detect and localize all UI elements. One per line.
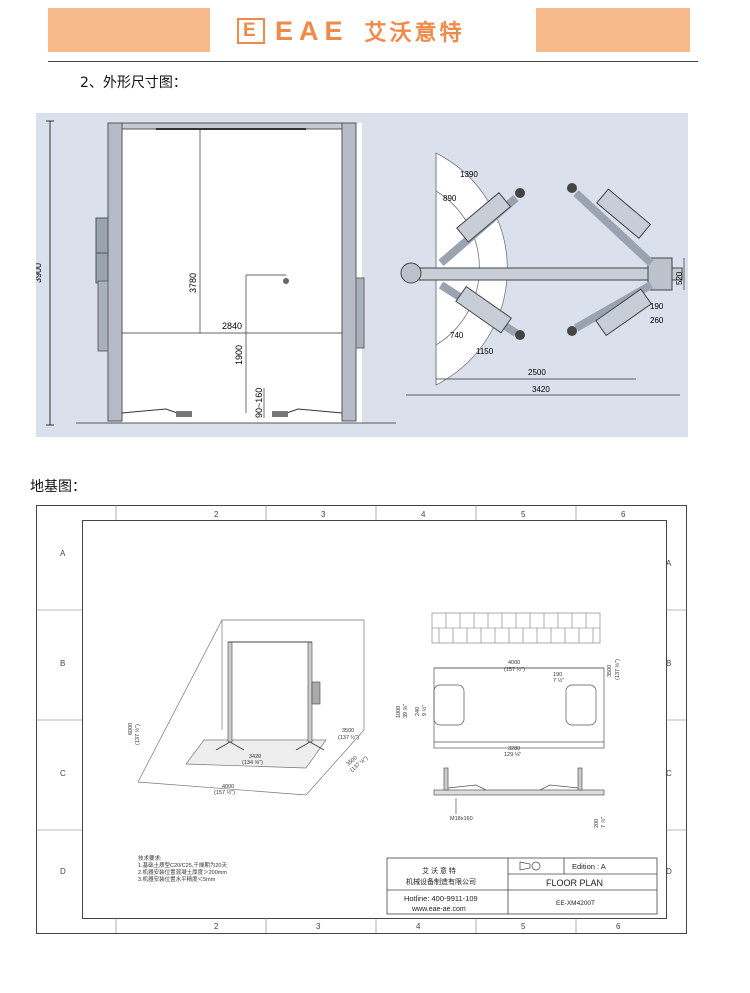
svg-text:D: D [60,867,66,876]
svg-text:A: A [60,549,66,558]
svg-text:C: C [60,769,66,778]
header-divider [48,61,698,62]
svg-text:(157 ½"): (157 ½") [504,666,525,673]
header-accent-left [48,8,210,52]
svg-text:3: 3 [316,922,321,931]
svg-text:4: 4 [416,922,421,931]
svg-text:C: C [666,769,672,778]
svg-text:4000: 4000 [222,784,234,790]
svg-text:(137 ½"): (137 ½") [614,659,621,680]
header-accent-right [536,8,690,52]
company-logo: E EAE 艾沃意特 [237,16,527,46]
svg-text:D: D [666,867,672,876]
svg-text:B: B [666,659,671,668]
svg-text:6: 6 [621,510,626,519]
svg-text:7 ⅞": 7 ⅞" [601,817,607,828]
svg-text:2.机器安装位置混凝土厚度＞200mm: 2.机器安装位置混凝土厚度＞200mm [138,868,227,876]
svg-text:A: A [666,559,672,568]
svg-text:4000: 4000 [508,660,520,666]
section-heading-dimensions: 2、外形尺寸图： [80,75,187,91]
svg-text:190: 190 [553,672,562,678]
dim-r890: 890 [443,194,457,203]
svg-text:3: 3 [321,510,326,519]
svg-text:5: 5 [521,510,526,519]
svg-text:Edition : A: Edition : A [572,862,606,871]
dim-pad-height: 90~160 [254,388,264,418]
dim-520: 520 [675,271,684,285]
svg-text:7 ½": 7 ½" [553,677,564,684]
svg-text:5: 5 [521,922,526,931]
svg-text:(134 ⅝"): (134 ⅝") [242,760,263,766]
dim-a740: 740 [450,331,464,340]
svg-text:6000: 6000 [128,723,134,735]
logo-text: EAE [275,15,349,46]
svg-text:1.基础土质型C20/C25,干燥期为20天: 1.基础土质型C20/C25,干燥期为20天 [138,861,227,869]
dim-arm-height: 1900 [234,345,244,365]
svg-text:2: 2 [214,922,219,931]
svg-text:9 ½": 9 ½" [421,705,428,716]
svg-text:39 ⅜": 39 ⅜" [403,704,409,718]
svg-text:3.机器安装位置水平精度＜5mm: 3.机器安装位置水平精度＜5mm [138,875,216,883]
dim-2500: 2500 [528,368,546,377]
svg-text:艾 沃 意 特: 艾 沃 意 特 [422,866,456,875]
dim-width: 2840 [222,321,242,331]
dim-a1150: 1150 [476,347,494,356]
svg-text:4: 4 [421,510,426,519]
section-heading-foundation: 地基图： [30,479,86,495]
svg-text:EE-XM4200T: EE-XM4200T [556,900,595,907]
svg-text:200: 200 [594,819,600,828]
svg-text:机械设备制造有限公司: 机械设备制造有限公司 [406,877,476,886]
dim-3420: 3420 [532,385,550,394]
dimension-drawing: 3900 3780 2840 1900 90~160 1390 890 [36,113,688,437]
dim-190: 190 [650,302,664,311]
logo-mark-icon: E [237,18,265,44]
svg-text:3500: 3500 [607,665,613,677]
svg-text:技术要求:: 技术要求: [138,854,162,862]
dim-column-height: 3780 [188,273,198,293]
svg-text:2: 2 [214,510,219,519]
svg-text:(157 ½"): (157 ½") [214,789,235,796]
svg-text:www.eae-ae.com: www.eae-ae.com [411,906,466,913]
svg-text:(137 ½"): (137 ½") [338,734,359,741]
svg-text:FLOOR PLAN: FLOOR PLAN [546,878,603,888]
svg-text:M18x160: M18x160 [450,816,473,822]
svg-text:129 ⅛": 129 ⅛" [504,752,521,758]
svg-text:3500: 3500 [342,728,354,734]
svg-text:3420: 3420 [249,754,261,760]
svg-text:3280: 3280 [508,746,520,752]
dim-260: 260 [650,316,664,325]
dim-total-height: 3900 [36,263,43,283]
svg-text:Hotline: 400-9911-109: Hotline: 400-9911-109 [404,894,478,903]
svg-text:6: 6 [616,922,621,931]
logo-chinese-name: 艾沃意特 [364,21,465,46]
dim-r1390: 1390 [460,170,478,179]
projection-symbol-icon [531,861,541,871]
svg-text:1000: 1000 [396,706,402,718]
svg-text:240: 240 [415,707,421,716]
svg-text:(137 ½"): (137 ½") [134,724,141,745]
svg-text:B: B [60,659,65,668]
floor-plan-drawing: 2 3 4 5 6 2 3 4 5 6 A B C D A B C D 6000 (137 ½"… [36,505,687,934]
